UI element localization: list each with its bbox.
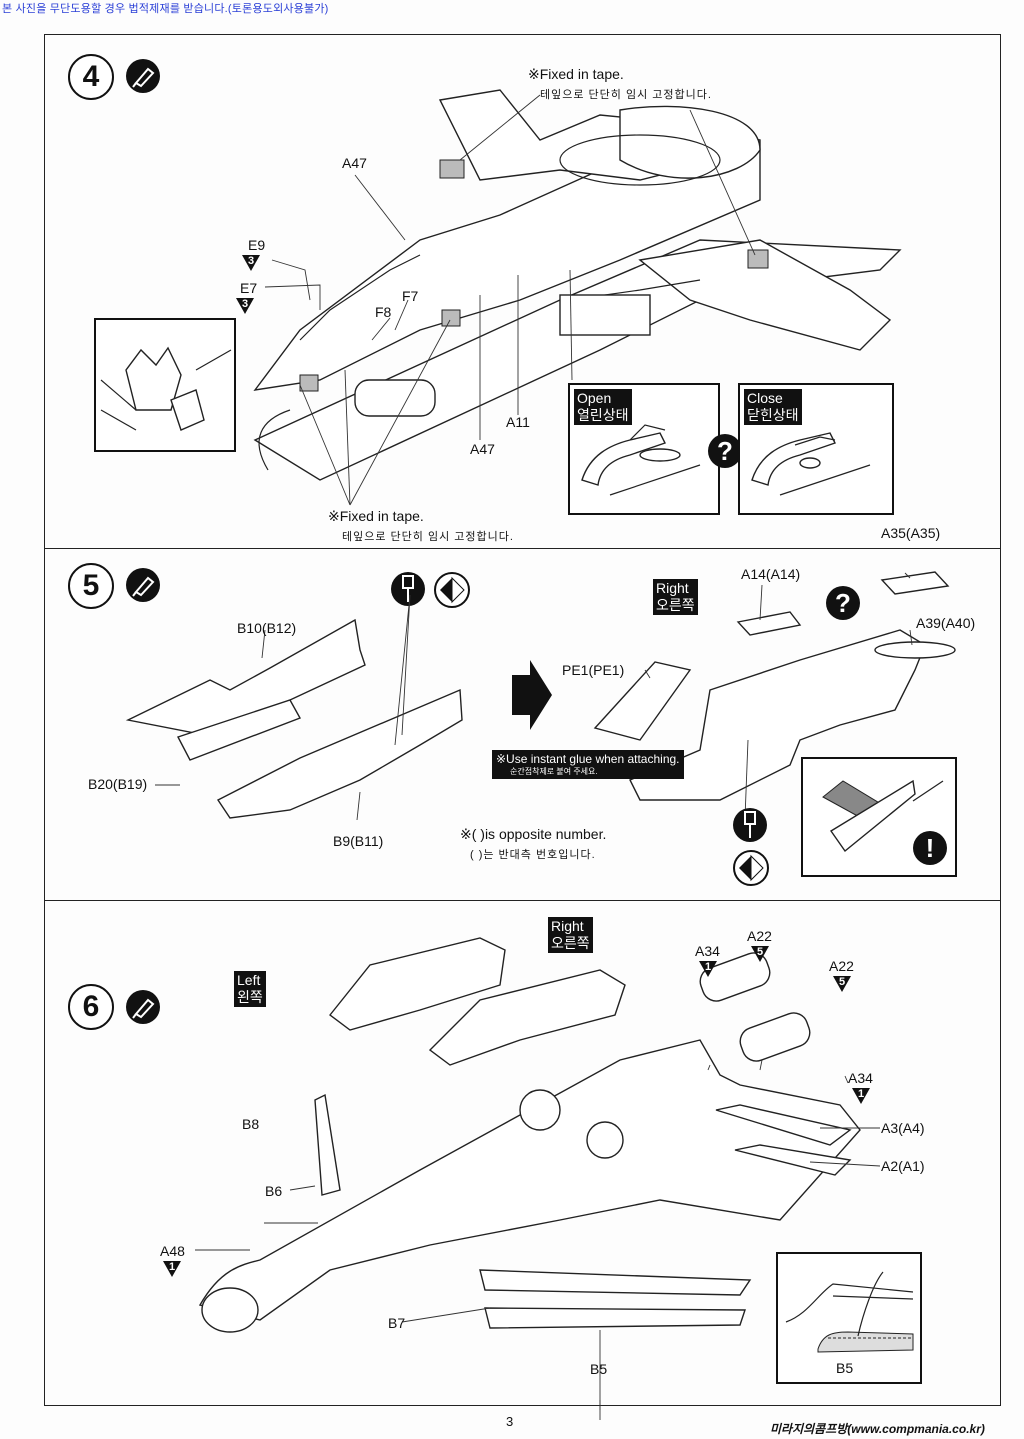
part-label-a2-a1: A2(A1) <box>881 1158 925 1174</box>
glue-tube-icon <box>126 568 160 602</box>
part-label-b7: B7 <box>388 1315 406 1331</box>
part-label-b10-b12: B10(B12) <box>237 620 297 636</box>
step4-fuselage-drawing <box>253 89 902 506</box>
part-label-a48: A48 <box>160 1243 185 1259</box>
seat-detail-drawing <box>100 346 232 431</box>
glue-tube-icon <box>126 990 160 1024</box>
watermark-text: 본 사진을 무단도용할 경우 법적제재를 받습니다.(토론용도외사용불가) <box>2 3 329 15</box>
diamond-file-icon <box>434 572 470 608</box>
step-number-badge: 5 <box>68 563 114 609</box>
part-label-f7: F7 <box>402 288 419 304</box>
section-divider <box>44 548 1001 549</box>
part-label-b20-b19: B20(B19) <box>88 776 148 792</box>
quantity-triangle: 3 <box>242 255 260 271</box>
step-number-badge: 6 <box>68 984 114 1030</box>
tape-note-top-ko: 테잎으로 단단히 임시 고정합니다. <box>540 89 712 101</box>
question-mark-icon: ? <box>826 586 860 620</box>
footer-site-credit: 미라지의콤프방(www.compmania.co.kr) <box>770 1422 985 1436</box>
opposite-number-note: ※( )is opposite number. <box>460 826 607 842</box>
pe1-detail-inset: ! <box>801 757 957 877</box>
part-label-e9: E9 <box>248 237 266 253</box>
b5-detail-inset: B5 <box>776 1252 922 1384</box>
quantity-triangle: 5 <box>751 946 769 962</box>
part-label-b6: B6 <box>265 1183 283 1199</box>
part-label-pe1: PE1(PE1) <box>562 662 625 678</box>
part-label-a22: A22 <box>747 928 772 944</box>
part-label-b8: B8 <box>242 1116 260 1132</box>
part-label-a14: A14(A14) <box>741 566 801 582</box>
question-mark-icon: ? <box>708 434 742 468</box>
quantity-triangle: 1 <box>699 961 717 977</box>
page-frame <box>44 34 1001 1406</box>
step-number-badge: 4 <box>68 54 114 100</box>
part-label-b5: B5 <box>590 1361 608 1377</box>
pe1-detail-drawing <box>822 779 944 853</box>
part-label-a22: A22 <box>829 958 854 974</box>
step6-drawing <box>195 937 881 1420</box>
part-label-a47: A47 <box>342 155 367 171</box>
b5-detail-drawing <box>785 1271 914 1353</box>
part-label-b9-b11: B9(B11) <box>333 833 384 849</box>
tape-note-bottom-ko: 테잎으로 단단히 임시 고정합니다. <box>342 531 514 543</box>
part-label-a11: A11 <box>506 414 530 430</box>
part-label-e7: E7 <box>240 280 258 296</box>
part-label-b5-detail: B5 <box>836 1360 854 1376</box>
quantity-triangle: 1 <box>852 1088 870 1104</box>
instant-glue-note: ※Use instant glue when attaching. 순간접착제로… <box>492 750 684 779</box>
step5-drawing <box>125 571 956 821</box>
knife-cut-icon <box>391 572 425 606</box>
diamond-file-icon <box>733 850 769 886</box>
opposite-number-note-ko: ( )는 반대측 번호입니다. <box>470 849 596 861</box>
part-label-f8: F8 <box>375 304 392 320</box>
part-label-a34: A34 <box>695 943 720 959</box>
part-label-a39-a40: A39(A40) <box>916 615 976 631</box>
tape-note-top: ※Fixed in tape. <box>528 66 624 82</box>
canopy-open-drawing <box>581 424 701 496</box>
section-divider <box>44 900 1001 901</box>
glue-tube-icon <box>126 59 160 93</box>
page-number: 3 <box>506 1414 514 1429</box>
seat-detail-inset <box>94 318 236 452</box>
part-label-a34: A34 <box>848 1070 873 1086</box>
quantity-triangle: 3 <box>236 298 254 314</box>
part-label-a3-a4: A3(A4) <box>881 1120 925 1136</box>
exclamation-icon: ! <box>913 831 947 865</box>
tape-note-bottom: ※Fixed in tape. <box>328 508 424 524</box>
part-label-a47: A47 <box>470 441 495 457</box>
quantity-triangle: 5 <box>833 976 851 992</box>
canopy-closed-drawing <box>751 432 871 496</box>
quantity-triangle: 1 <box>163 1261 181 1277</box>
part-label-a35: A35(A35) <box>881 525 941 541</box>
knife-cut-icon <box>733 808 767 842</box>
